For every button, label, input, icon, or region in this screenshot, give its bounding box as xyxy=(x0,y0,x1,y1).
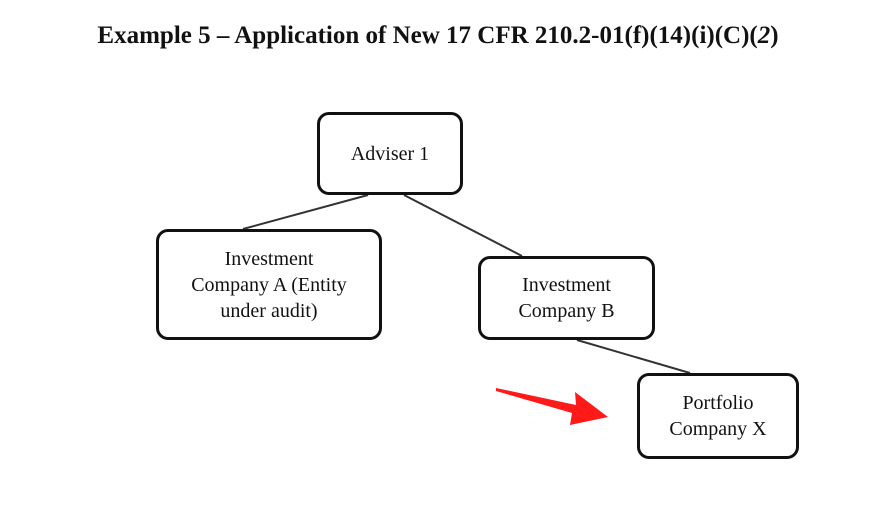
node-investment-company-a-label: Investment Company A (Entity under audit… xyxy=(191,247,347,322)
connector-company-b-to-portfolio-x xyxy=(576,339,691,374)
node-adviser-1: Adviser 1 xyxy=(317,112,463,195)
connector-adviser-to-company-b xyxy=(403,194,523,257)
red-pointer-arrow-icon xyxy=(496,388,608,425)
title-italic: 2 xyxy=(757,22,771,49)
node-investment-company-a: Investment Company A (Entity under audit… xyxy=(156,229,382,340)
node-portfolio-company-x-label: Portfolio Company X xyxy=(669,392,767,440)
diagram-title: Example 5 – Application of New 17 CFR 21… xyxy=(0,22,876,50)
title-main: Example 5 – Application of New 17 CFR 21… xyxy=(97,22,758,49)
title-close: ) xyxy=(770,22,779,49)
node-portfolio-company-x: Portfolio Company X xyxy=(637,373,799,459)
node-investment-company-b: Investment Company B xyxy=(478,256,655,340)
node-investment-company-b-label: Investment Company B xyxy=(518,274,615,322)
connector-adviser-to-company-a xyxy=(242,194,369,230)
node-adviser-1-label: Adviser 1 xyxy=(350,142,430,165)
